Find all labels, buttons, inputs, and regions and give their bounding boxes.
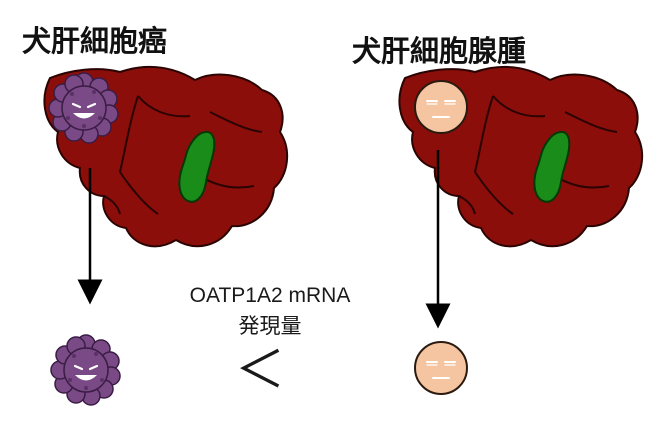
comparison-less-than: ＜ [235, 341, 285, 399]
adenoma-cell-isolated-icon [414, 341, 468, 395]
title-adenoma: 犬肝細胞腺腫 [352, 34, 527, 68]
caption-expression-level: 発現量 [238, 314, 302, 338]
caption-gene-name: OATP1A2 mRNA [189, 284, 351, 307]
adenoma-cell-on-liver-icon [414, 80, 468, 134]
title-carcinoma: 犬肝細胞癌 [22, 24, 168, 58]
carcinoma-cell-isolated-icon [49, 333, 122, 407]
